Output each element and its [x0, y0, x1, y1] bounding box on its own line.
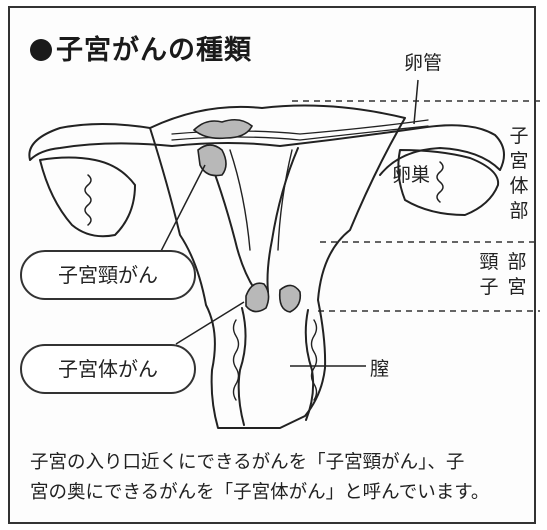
- vagina-wall-left: [232, 319, 240, 401]
- cervical-canal: [237, 307, 315, 426]
- pointer-cervical-cancer: [157, 164, 206, 258]
- caption: 子宮の入り口近くにできるがんを「子宮頸がん」、子 宮の奥にできるがんを「子宮体が…: [30, 448, 530, 508]
- label-cervix-region-top: 頸子: [479, 251, 499, 298]
- vagina-wall-right: [310, 319, 318, 401]
- ovary-right-texture: [436, 161, 444, 203]
- caption-line-1: 子宮の入り口近くにできるがんを「子宮頸がん」、子: [30, 452, 465, 473]
- pointer-fallopian-tube: [413, 79, 419, 125]
- uterus-outline: [149, 104, 406, 429]
- cavity-inner: [229, 149, 293, 251]
- tumor-uterine-body: [197, 144, 227, 177]
- ovary-right: [397, 149, 500, 216]
- bullet-dot: [30, 39, 52, 61]
- label-fallopian-tube: 卵管: [404, 52, 443, 74]
- fallopian-tube: [28, 123, 505, 176]
- label-vagina: 膣: [370, 358, 390, 380]
- ovary-left-texture: [84, 174, 92, 226]
- tumor-tube: [192, 118, 253, 140]
- endometrial-cancer-label: 子宮体がん: [20, 344, 196, 394]
- label-ovary: 卵巣: [392, 164, 431, 186]
- pointer-endometrial-cancer: [175, 301, 245, 345]
- title-text: 子宮がんの種類: [56, 35, 252, 66]
- ovary-left: [39, 156, 136, 238]
- label-cervix-region-bottom: 部宮: [507, 251, 527, 298]
- tumor-cervix-left: [245, 282, 270, 313]
- caption-line-2: 宮の奥にできるがんを「子宮体がん」と呼んでいます。: [30, 482, 490, 503]
- diagram-title: 子宮がんの種類: [30, 28, 252, 67]
- tumor-cervix-right: [278, 284, 302, 313]
- cervical-cancer-label: 子宮頸がん: [20, 250, 196, 300]
- label-uterine-body-region: 子宮体部: [509, 125, 529, 222]
